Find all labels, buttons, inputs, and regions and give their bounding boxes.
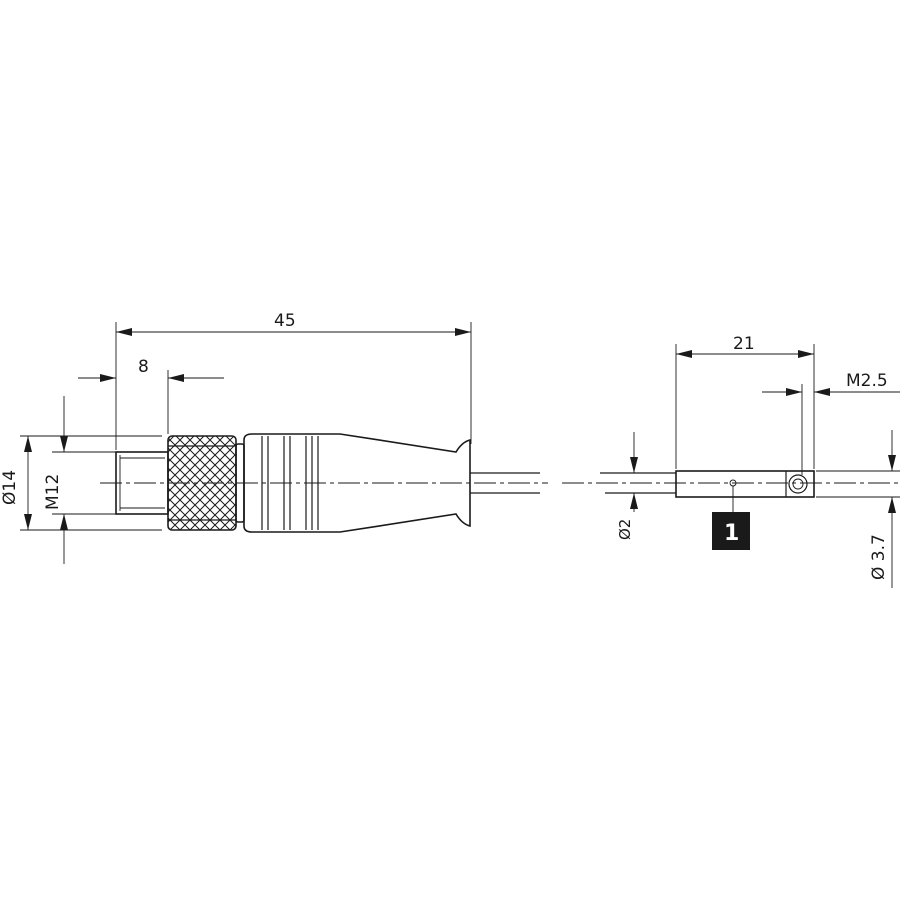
dim-sensor-length: 21: [675, 334, 815, 469]
callout-1: 1: [712, 486, 750, 550]
dim-body-diameter: Ø14: [0, 435, 162, 531]
dim-overall-length: 45: [115, 311, 472, 450]
connector-view: [100, 433, 548, 533]
cable-left: [470, 472, 540, 494]
dim-sensor-length-label: 21: [733, 334, 755, 354]
dim-cable-diameter: Ø2: [616, 432, 640, 540]
callout-1-marker: [712, 512, 750, 550]
dim-cable-diameter-label: Ø2: [616, 519, 634, 540]
dim-sensor-diameter: Ø 3.7: [816, 430, 900, 588]
callout-1-label: 1: [724, 521, 739, 546]
sensor-sleeve: [675, 470, 815, 498]
sensor-view: [562, 470, 900, 498]
dim-thread-length-label: 8: [138, 357, 149, 377]
dim-thread-size-label: M12: [43, 474, 63, 510]
dim-screw-thread-label: M2.5: [846, 371, 888, 391]
dim-sensor-diameter-label: Ø 3.7: [869, 534, 889, 580]
dim-screw-thread: M2.5: [762, 371, 900, 475]
dim-overall-length-label: 45: [274, 311, 296, 331]
dim-thread-size: M12: [43, 396, 116, 564]
dim-body-diameter-label: Ø14: [0, 470, 20, 505]
dim-thread-length: 8: [78, 357, 224, 434]
grip-body: [243, 433, 471, 533]
screw-head: [788, 474, 808, 494]
knurled-nut: [167, 435, 237, 531]
